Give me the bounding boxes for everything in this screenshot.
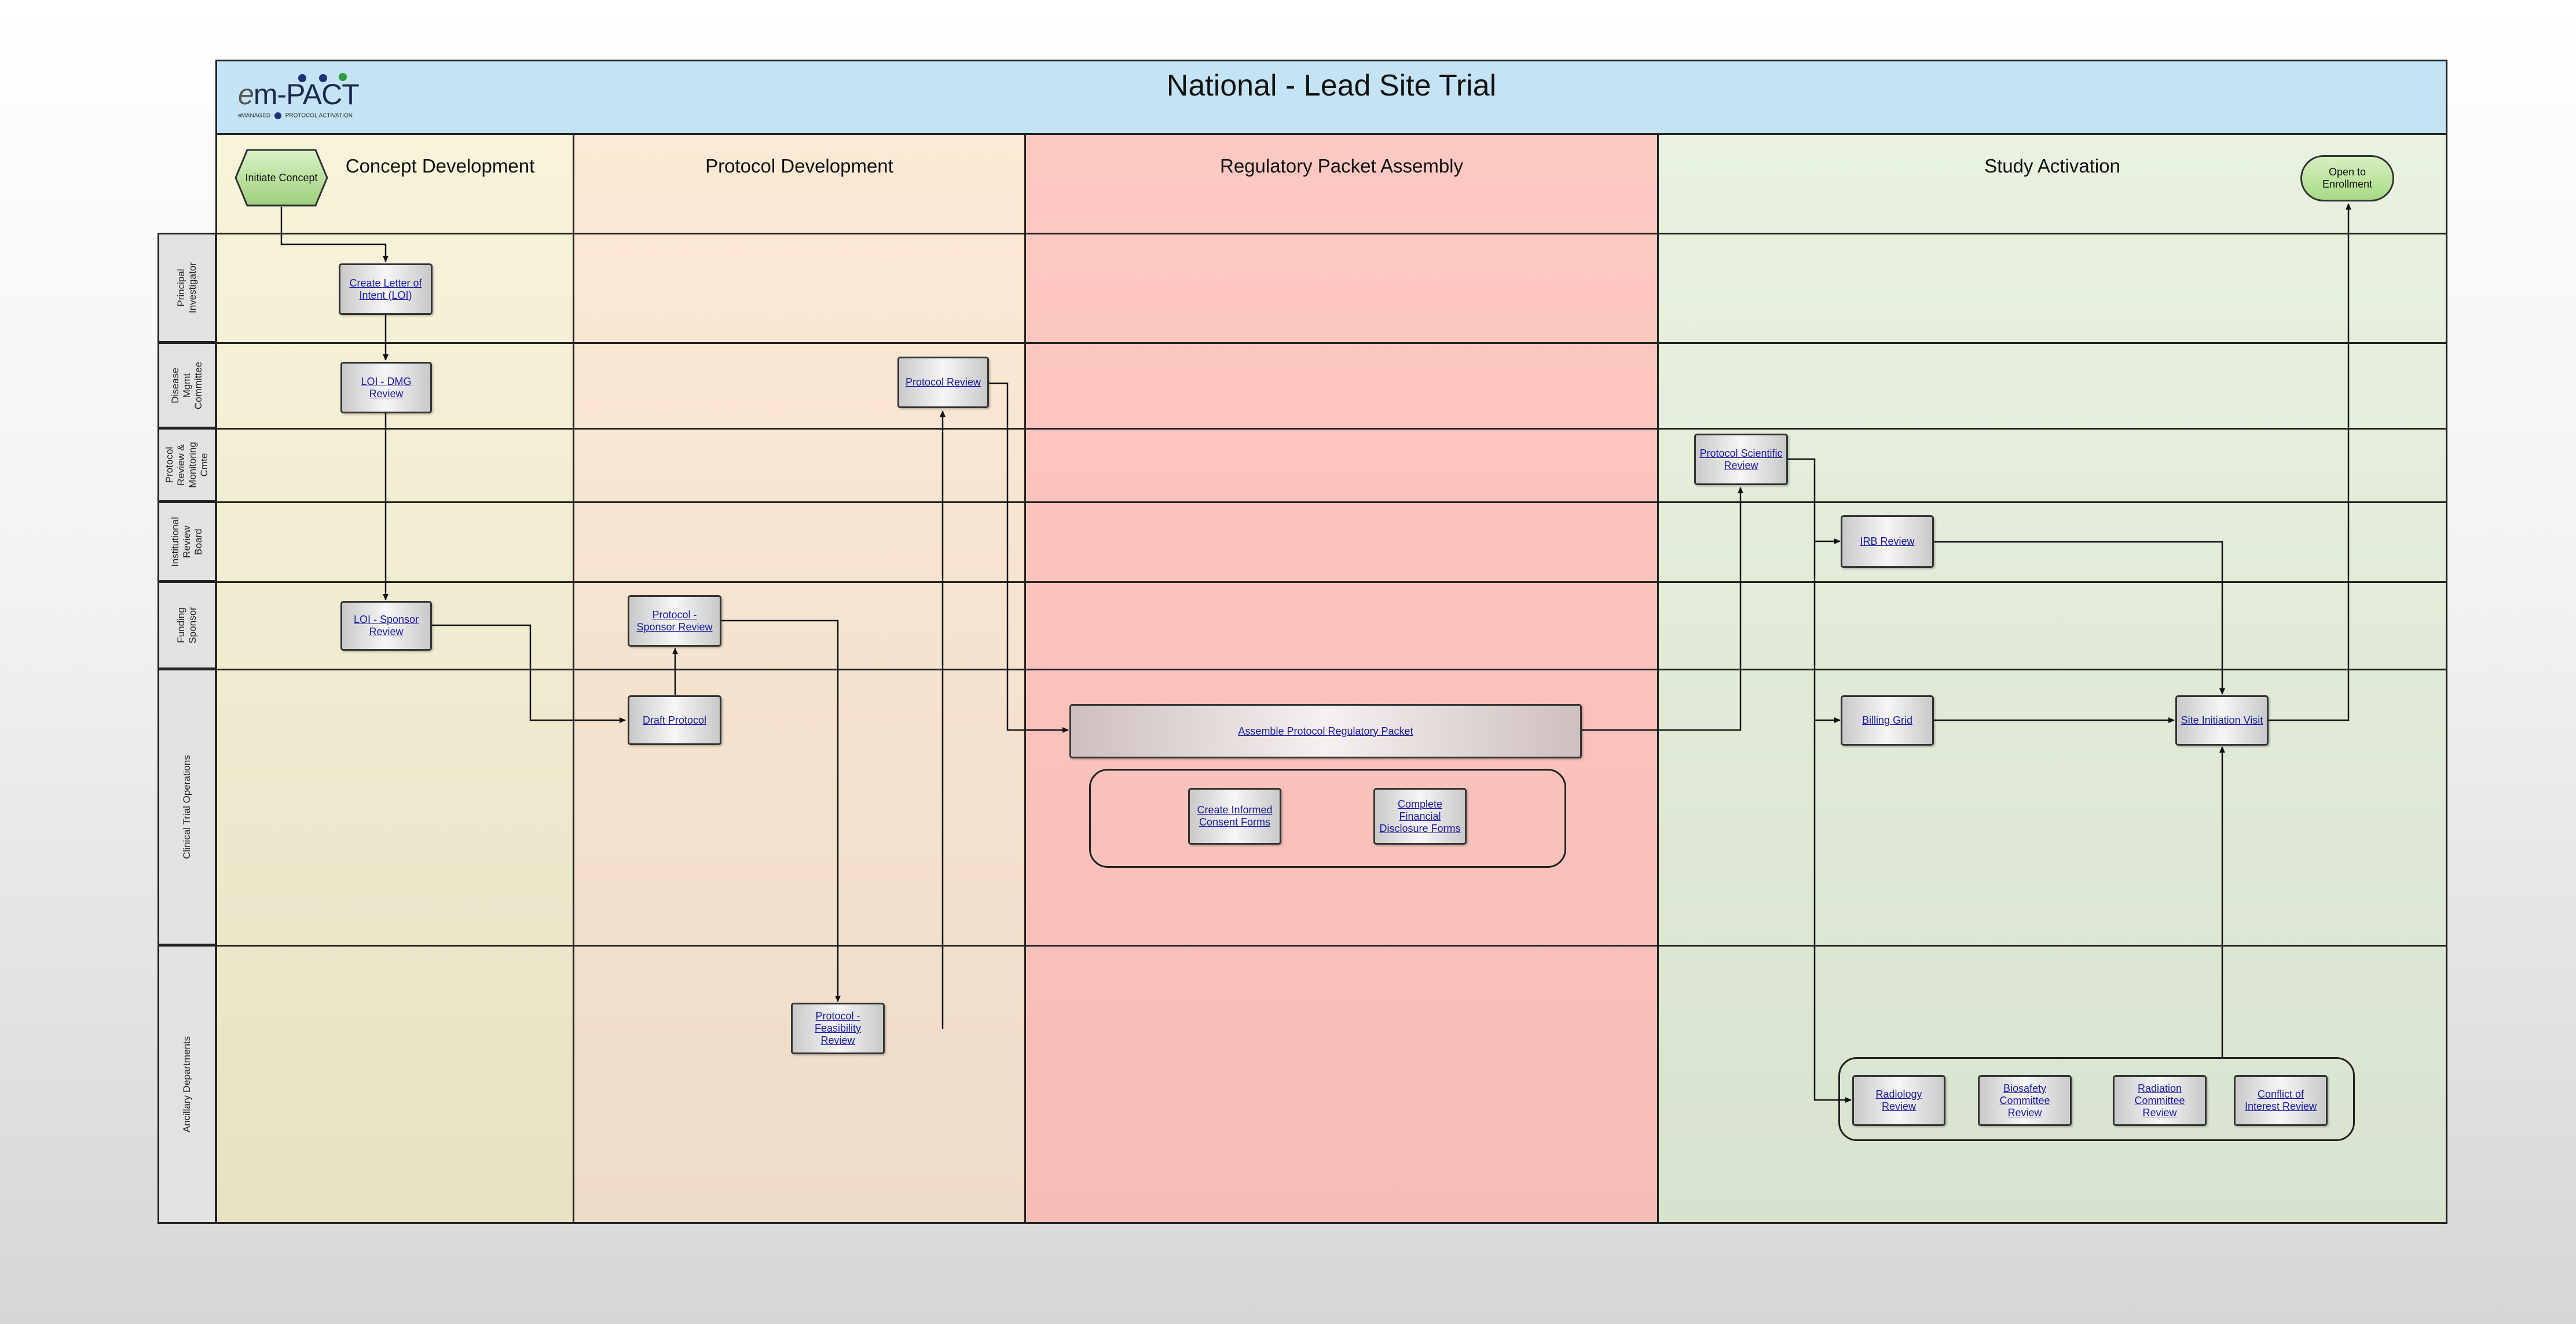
task-financial-disclosure-forms[interactable]: Complete Financial Disclosure Forms — [1373, 788, 1467, 845]
hexagon-shape — [234, 149, 328, 207]
task-loi-dmg-review[interactable]: LOI - DMG Review — [340, 362, 432, 413]
row-divider — [157, 669, 2447, 670]
row-divider — [157, 342, 2447, 344]
lane-study-activation — [1657, 134, 2447, 1224]
role-header-clinical-trial-operations: Clinical Trial Operations — [157, 669, 217, 945]
role-header-protocol-review-monitoring: Protocol Review & Monitoring Cmte — [157, 428, 217, 502]
end-node-open-to-enrollment[interactable]: Open to Enrollment — [2300, 155, 2394, 201]
task-create-consent-forms[interactable]: Create Informed Consent Forms — [1188, 788, 1281, 845]
task-protocol-review[interactable]: Protocol Review — [897, 357, 989, 408]
lane-concept-development — [215, 134, 574, 1224]
row-divider — [157, 428, 2447, 430]
logo-tagline: eMANAGED PROTOCOL ACTIVATION — [238, 112, 353, 119]
row-divider — [157, 501, 2447, 503]
task-protocol-scientific-review[interactable]: Protocol Scientific Review — [1694, 434, 1788, 485]
role-header-funding-sponsor: Funding Sponsor — [157, 581, 217, 669]
phase-label: Protocol Development — [705, 155, 893, 177]
logo-dot — [319, 74, 327, 82]
task-assemble-regulatory-packet[interactable]: Assemble Protocol Regulatory Packet — [1069, 704, 1582, 758]
empact-logo: em-PACT eMANAGED PROTOCOL ACTIVATION — [234, 69, 368, 124]
task-billing-grid[interactable]: Billing Grid — [1841, 695, 1934, 746]
role-header-ancillary-departments: Ancillary Departments — [157, 945, 217, 1224]
regulatory-forms-group — [1089, 769, 1566, 868]
task-create-loi[interactable]: Create Letter of Intent (LOI) — [339, 263, 433, 315]
task-site-initiation-visit[interactable]: Site Initiation Visit — [2175, 695, 2269, 746]
ancillary-reviews-group — [1838, 1057, 2355, 1141]
role-header-institutional-review-board: Institutional Review Board — [157, 501, 217, 582]
task-conflict-of-interest-review[interactable]: Conflict of Interest Review — [2234, 1075, 2328, 1126]
phase-label: Study Activation — [1984, 155, 2120, 177]
logo-dot — [298, 74, 306, 82]
diagram-header — [215, 60, 2447, 135]
logo-wordmark: em-PACT — [238, 78, 360, 111]
row-divider — [157, 581, 2447, 583]
phase-label: Concept Development — [345, 155, 535, 177]
task-protocol-sponsor-review[interactable]: Protocol - Sponsor Review — [628, 595, 721, 647]
diagram-title: National - Lead Site Trial — [1166, 69, 1497, 102]
task-loi-sponsor-review[interactable]: LOI - Sponsor Review — [340, 601, 432, 651]
start-node-label: Initiate Concept — [245, 171, 318, 184]
task-protocol-feasibility-review[interactable]: Protocol - Feasibility Review — [791, 1003, 885, 1054]
role-header-principal-investigator: Principal Investigator — [157, 233, 217, 343]
row-divider — [157, 233, 2447, 234]
start-node-initiate-concept[interactable]: Initiate Concept — [234, 149, 328, 207]
task-radiation-committee-review[interactable]: Radiation Committee Review — [2113, 1075, 2207, 1126]
logo-check-dot — [339, 73, 347, 81]
phase-label: Regulatory Packet Assembly — [1219, 155, 1464, 177]
task-irb-review[interactable]: IRB Review — [1841, 515, 1934, 568]
task-biosafety-committee-review[interactable]: Biosafety Committee Review — [1978, 1075, 2072, 1126]
task-draft-protocol[interactable]: Draft Protocol — [628, 695, 721, 745]
row-divider — [157, 945, 2447, 947]
task-radiology-review[interactable]: Radiology Review — [1852, 1075, 1945, 1126]
